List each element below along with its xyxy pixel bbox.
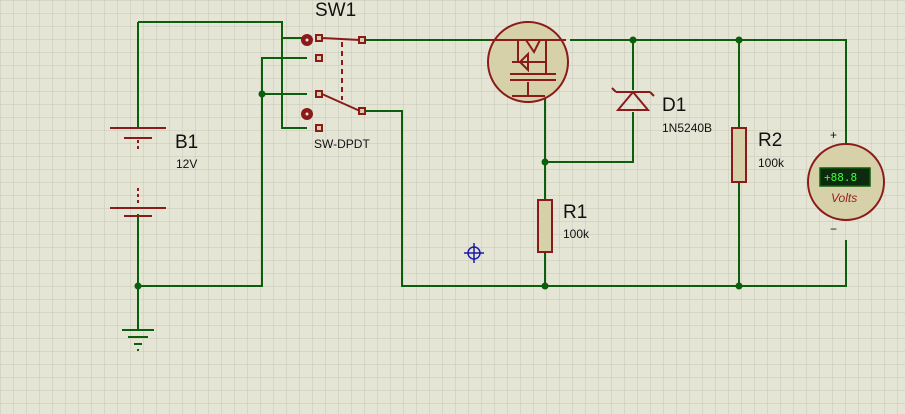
switch-type-label: SW-DPDT bbox=[314, 137, 370, 151]
battery-value-label: 12V bbox=[176, 157, 197, 171]
diode-part-label: 1N5240B bbox=[662, 121, 712, 135]
wire-bottom-rail-feed[interactable] bbox=[364, 110, 847, 287]
voltmeter-minus-label: − bbox=[830, 222, 837, 236]
wire-switch-rail-2[interactable] bbox=[281, 38, 307, 129]
junctions bbox=[134, 36, 743, 290]
junction-dot bbox=[735, 36, 743, 44]
ground-symbol bbox=[122, 329, 154, 351]
battery-ref-label: B1 bbox=[175, 132, 198, 153]
resistor-r2-ref-label: R2 bbox=[758, 130, 782, 151]
junction-dot bbox=[258, 90, 266, 98]
wire-diode[interactable] bbox=[545, 40, 634, 163]
voltmeter[interactable]: +88.8 Volts bbox=[807, 143, 885, 221]
wire-switch-left-rail[interactable] bbox=[138, 57, 307, 287]
mosfet[interactable] bbox=[487, 21, 569, 103]
voltmeter-unit-label: Volts bbox=[831, 191, 857, 205]
wire-top-rail[interactable] bbox=[364, 39, 847, 150]
switch-sw1[interactable] bbox=[301, 34, 366, 132]
wires bbox=[137, 21, 847, 330]
voltmeter-plus-label: + bbox=[830, 128, 837, 142]
battery-b1[interactable] bbox=[110, 127, 166, 217]
junction-dot bbox=[541, 158, 549, 166]
diode-ref-label: D1 bbox=[662, 95, 686, 116]
resistor-r1-ref-label: R1 bbox=[563, 202, 587, 223]
wire-battery-top[interactable] bbox=[137, 21, 307, 128]
resistor-r1-value-label: 100k bbox=[563, 227, 590, 241]
junction-dot bbox=[134, 282, 142, 290]
junction-dot bbox=[541, 282, 549, 290]
resistor-r2-value-label: 100k bbox=[758, 156, 785, 170]
resistor-r2[interactable] bbox=[731, 127, 747, 183]
switch-ref-label: SW1 bbox=[315, 0, 356, 21]
junction-dot bbox=[629, 36, 637, 44]
junction-dot bbox=[735, 282, 743, 290]
resistor-r1[interactable] bbox=[537, 199, 553, 253]
voltmeter-reading: +88.8 bbox=[824, 171, 857, 184]
crosshair-cursor-icon bbox=[464, 243, 484, 263]
voltmeter-display bbox=[819, 167, 871, 187]
zener-diode-d1[interactable] bbox=[611, 87, 655, 111]
